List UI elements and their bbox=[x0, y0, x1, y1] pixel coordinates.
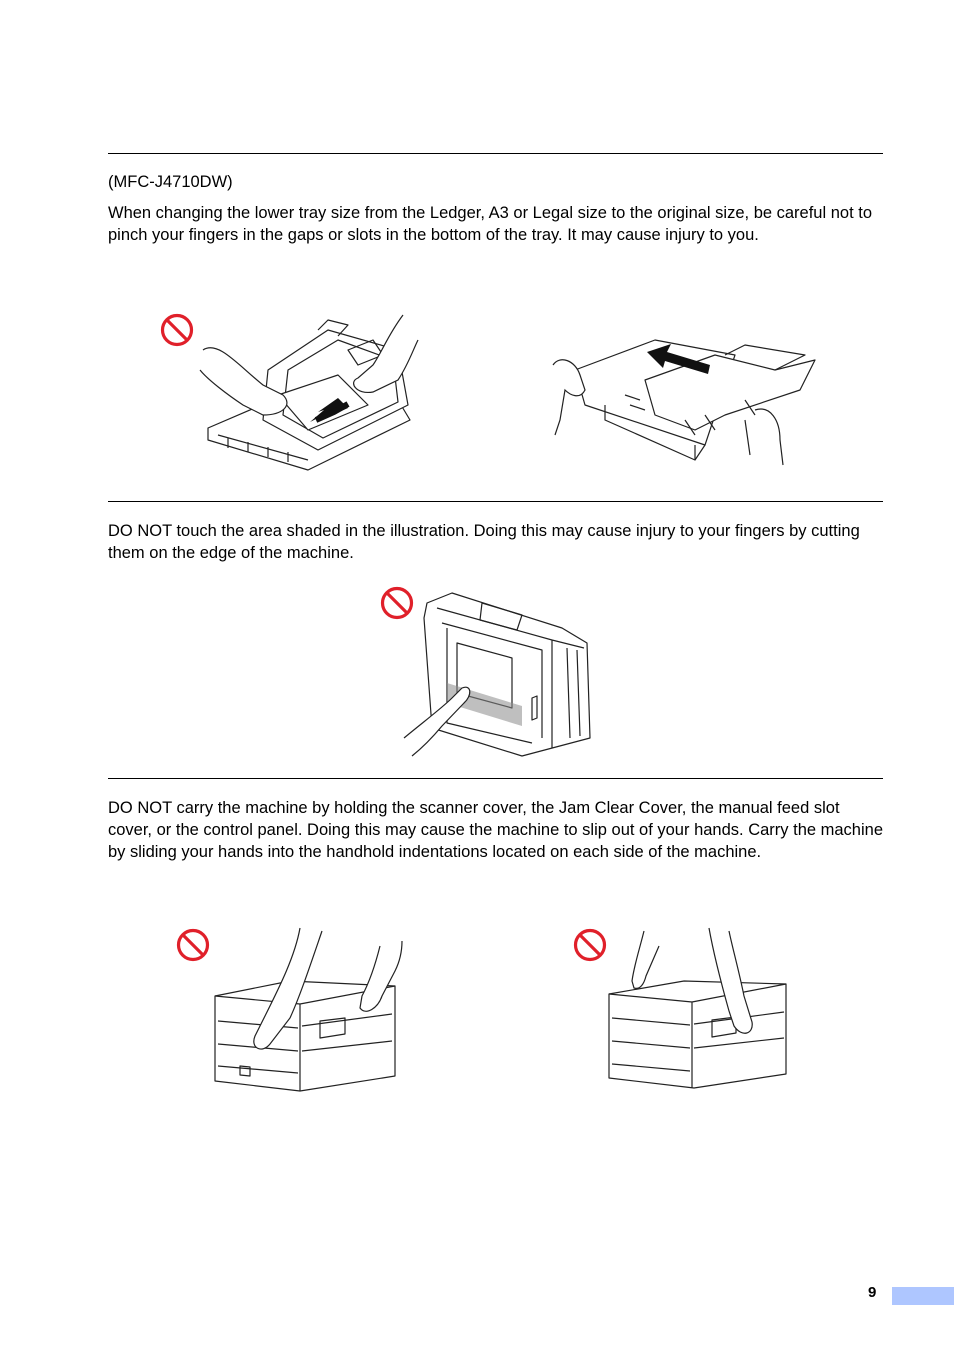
machine-back-illustration bbox=[402, 588, 594, 760]
section-divider bbox=[108, 778, 883, 779]
machine-carry-wrong-illustration-1 bbox=[210, 926, 410, 1094]
prohibition-sign-icon bbox=[380, 586, 414, 620]
prohibition-sign-icon bbox=[160, 313, 194, 347]
page-tab-marker bbox=[892, 1287, 954, 1305]
tray-resize-illustration bbox=[545, 320, 820, 470]
tray-pinch-illustration bbox=[198, 310, 423, 478]
prohibition-sign-icon bbox=[573, 928, 607, 962]
section-divider bbox=[108, 501, 883, 502]
page-number: 9 bbox=[868, 1284, 877, 1301]
carry-warning-text: DO NOT carry the machine by holding the … bbox=[108, 799, 883, 861]
tray-warning-text: When changing the lower tray size from t… bbox=[108, 204, 873, 244]
model-label: (MFC-J4710DW) bbox=[108, 173, 233, 191]
machine-carry-wrong-illustration-2 bbox=[604, 926, 794, 1092]
shaded-area-warning-text: DO NOT touch the area shaded in the illu… bbox=[108, 522, 860, 562]
prohibition-sign-icon bbox=[176, 928, 210, 962]
section-divider bbox=[108, 153, 883, 154]
